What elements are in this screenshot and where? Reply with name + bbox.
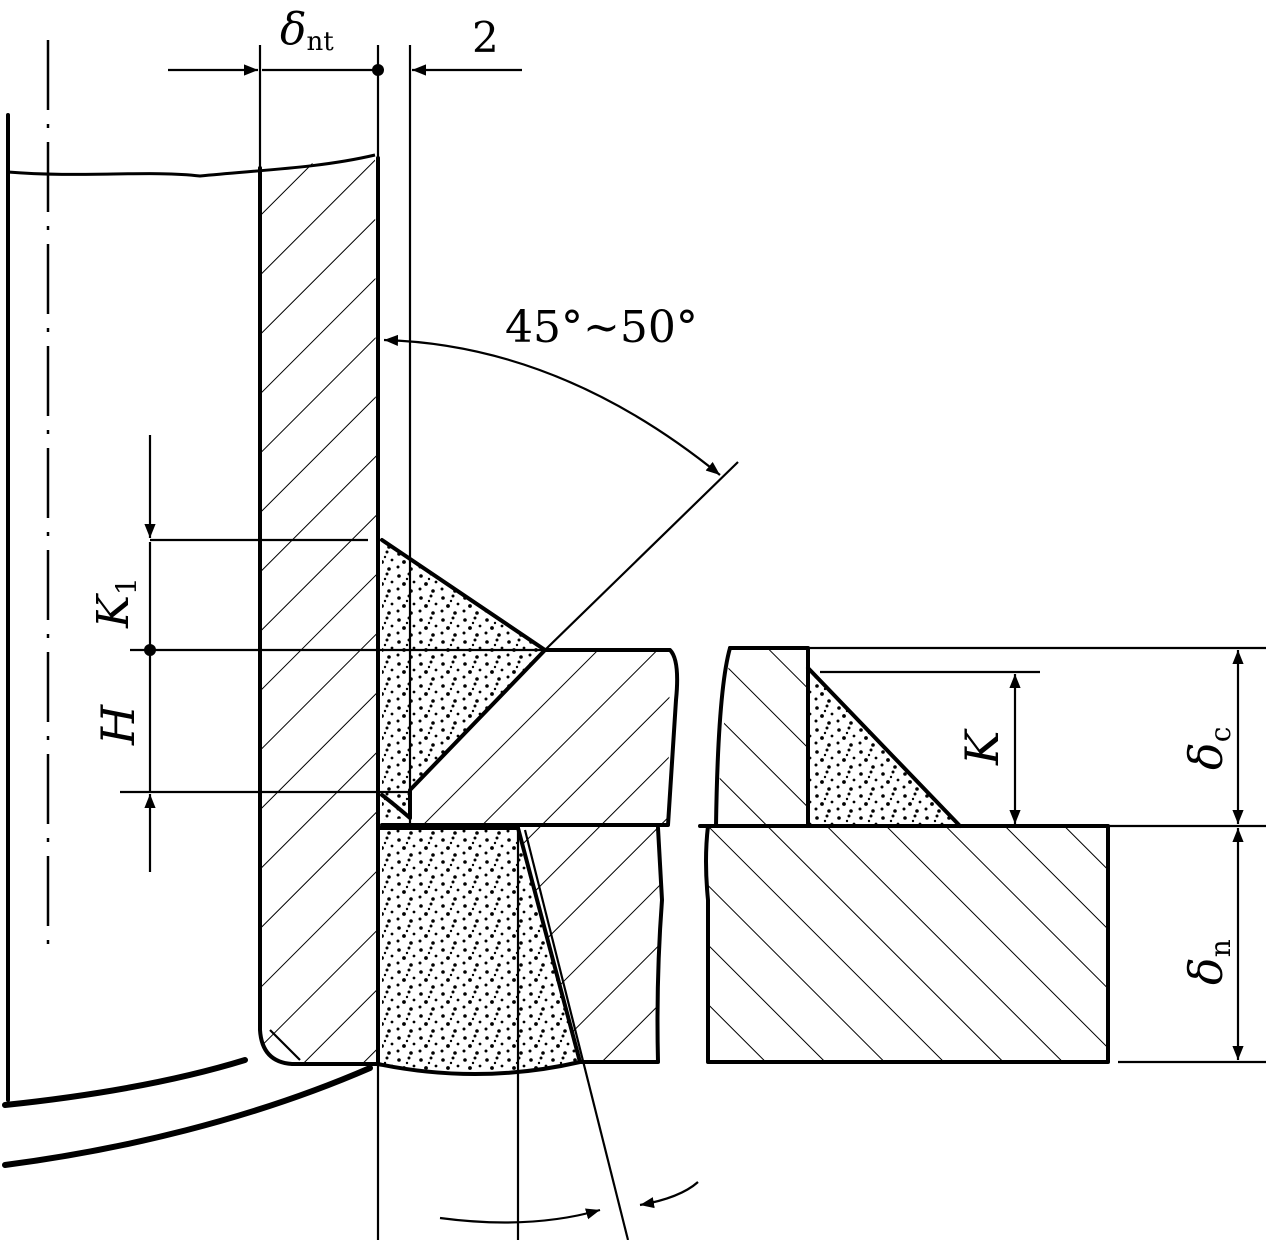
dim-angle: [383, 334, 739, 651]
label-delta-c: δc: [1179, 727, 1237, 770]
dim-k1-h: [120, 435, 545, 872]
label-angle: 45°~50°: [505, 302, 698, 353]
label-delta-nt: δnt: [280, 4, 334, 57]
nozzle-wall-section: [260, 158, 378, 1064]
dim-k: [820, 670, 1040, 824]
dim-delta-c-n: [820, 646, 1266, 1064]
fillet-weld-upper: [382, 540, 545, 820]
groove-weld-lower: [382, 828, 580, 1072]
label-delta-n: δn: [1179, 939, 1237, 985]
shell-section-right: [708, 826, 1108, 1062]
label-h: H: [91, 704, 145, 746]
reinforcing-pad-section: [410, 650, 670, 825]
shell-section-left: [518, 825, 660, 1062]
dim-bevel-bottom: [439, 828, 699, 1240]
label-k: K: [955, 728, 1009, 766]
label-k1: K1: [88, 577, 143, 629]
vessel-wall: [2, 113, 376, 1168]
pad-section-right: [716, 648, 808, 826]
label-gap: 2: [472, 13, 499, 62]
